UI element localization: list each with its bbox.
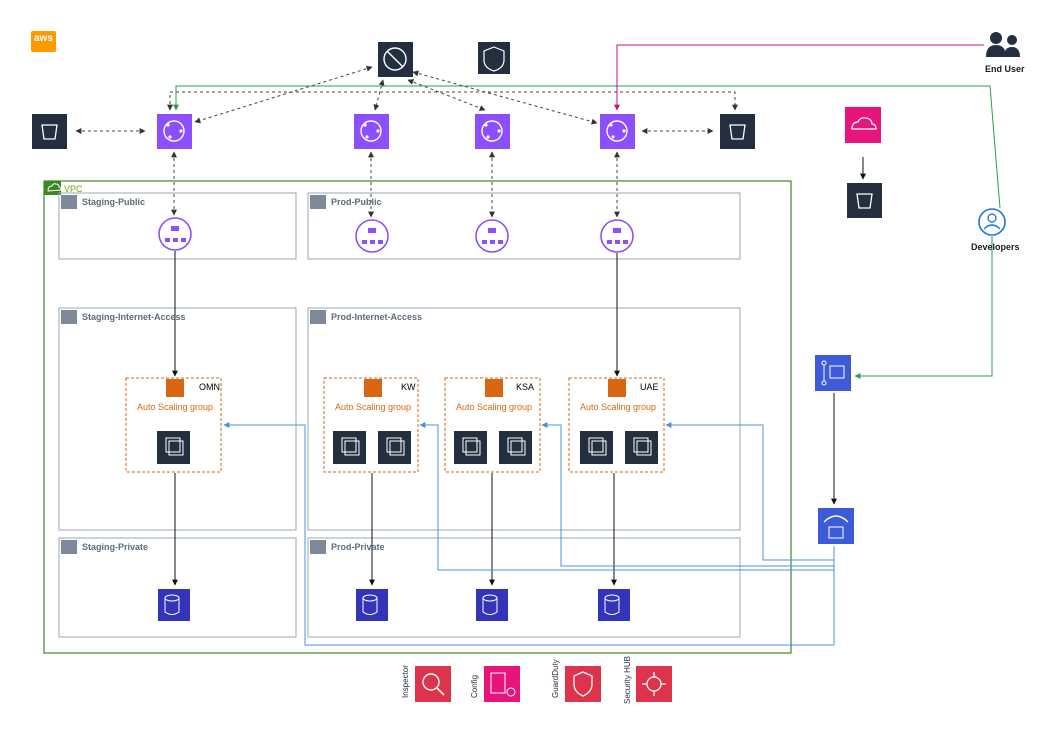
load-balancer-icon [355, 219, 389, 253]
databases [158, 589, 630, 621]
solid-flows [172, 157, 866, 586]
rds-database-icon [598, 589, 630, 621]
cloudfront-distributions [157, 114, 635, 149]
s3-bucket-icon [847, 183, 882, 218]
ec2-icon [580, 431, 613, 464]
subnet-staging-public-label: Staging-Public [82, 197, 145, 207]
subnet-staging-internet [58, 307, 297, 531]
subnet-prod-internet-label: Prod-Internet-Access [331, 312, 423, 322]
s3-bucket-icon [720, 114, 755, 149]
subnet-staging-private-label: Staging-Private [82, 542, 149, 552]
config-label: Config [470, 674, 479, 698]
deployment-links [223, 422, 835, 646]
subnet-prod-public [307, 192, 741, 260]
cloudfront-icon [600, 114, 635, 149]
cloudfront-icon [475, 114, 510, 149]
security-services [415, 666, 672, 702]
asg-icons [166, 379, 626, 397]
asg-icon [608, 379, 626, 397]
rds-database-icon [356, 589, 388, 621]
vpc-container [43, 180, 792, 654]
ec2-icon [625, 431, 658, 464]
load-balancer-icon [158, 217, 192, 251]
subnet-staging-public [58, 192, 297, 260]
cloudfront-icon [354, 114, 389, 149]
developers-label: Developers [971, 242, 1020, 252]
rds-database-icon [476, 589, 508, 621]
api-gateway-icon [818, 508, 854, 544]
aws-logo [31, 31, 56, 52]
vpc-label: VPC [64, 184, 83, 194]
codepipeline-icon [815, 355, 851, 391]
guardduty-label: GuardDuty [551, 659, 560, 698]
asg-label: Auto Scaling group [456, 402, 533, 412]
load-balancer-icon [600, 219, 634, 253]
region-kw: KW [401, 382, 416, 392]
developer-icon [978, 208, 1006, 236]
waf-icon [378, 42, 413, 77]
security-hub-label: Security HUB [623, 655, 632, 704]
asg-boxes [125, 377, 665, 473]
ec2-icon [157, 431, 190, 464]
subnet-prod-private [307, 537, 741, 638]
asg-icon [364, 379, 382, 397]
users-icon [986, 32, 1020, 57]
ec2-icon [333, 431, 366, 464]
ec2-instances [157, 431, 658, 464]
cloudfront-icon [157, 114, 192, 149]
aws-logo-text: aws [34, 33, 53, 44]
route53-icon [478, 42, 510, 74]
region-uae: UAE [640, 382, 659, 392]
guardduty-icon [565, 666, 601, 702]
subnet-prod-private-label: Prod-Private [331, 542, 385, 552]
asg-label: Auto Scaling group [335, 402, 412, 412]
subnet-prod-internet [307, 307, 741, 531]
inspector-icon [415, 666, 451, 702]
dotted-links [75, 65, 738, 218]
asg-label: Auto Scaling group [137, 402, 214, 412]
subnet-prod-public-label: Prod-Public [331, 197, 382, 207]
load-balancer-icon [475, 219, 509, 253]
s3-bucket-icon [32, 114, 67, 149]
end-user-label: End User [985, 64, 1025, 74]
green-links [173, 85, 1001, 379]
load-balancers [158, 217, 634, 253]
security-hub-icon [636, 666, 672, 702]
rds-database-icon [158, 589, 190, 621]
config-icon [484, 666, 520, 702]
ec2-icon [378, 431, 411, 464]
region-omn: OMN [199, 382, 220, 392]
subnet-cloud-icons [61, 195, 326, 554]
subnet-staging-internet-label: Staging-Internet-Access [82, 312, 186, 322]
s3-buckets [32, 114, 882, 218]
end-user-link [614, 44, 984, 111]
asg-label: Auto Scaling group [580, 402, 657, 412]
ec2-icon [454, 431, 487, 464]
subnet-boxes [58, 192, 741, 638]
subnet-staging-private [58, 537, 297, 638]
asg-icon [485, 379, 503, 397]
region-ksa: KSA [516, 382, 535, 392]
asg-icon [166, 379, 184, 397]
cloudwatch-icon [845, 107, 881, 143]
inspector-label: Inspector [401, 665, 410, 698]
ec2-icon [499, 431, 532, 464]
